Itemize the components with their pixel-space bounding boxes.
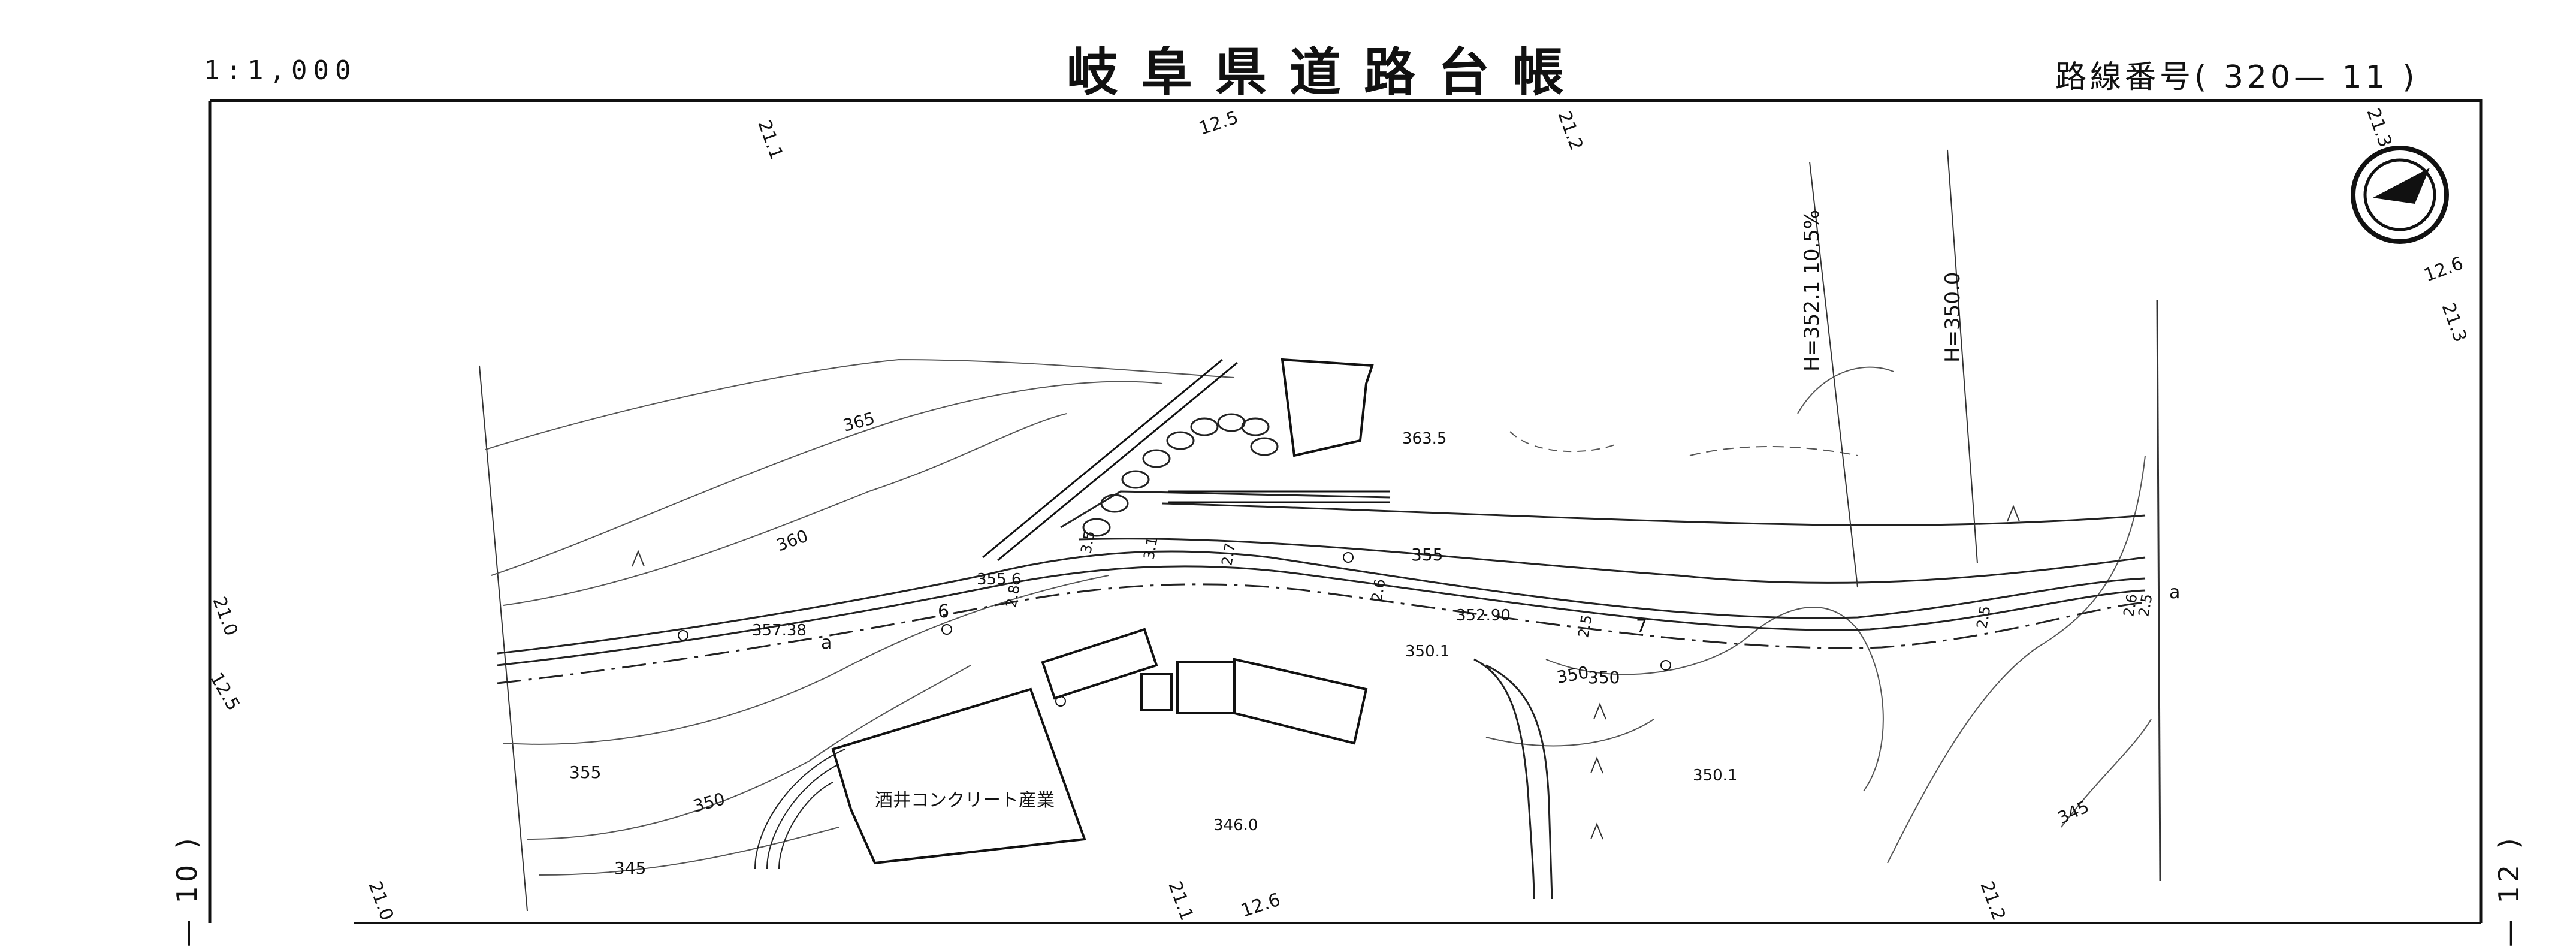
north-arrow-icon <box>2351 146 2449 244</box>
buildings <box>831 358 1374 865</box>
vertical-curve-label: H=350.0 <box>1941 272 1965 363</box>
section-width: 2.6 <box>1368 578 1388 603</box>
spot-elevation: 355.6 <box>977 571 1021 589</box>
contour-label: 350 <box>1588 668 1620 687</box>
station-marker: a <box>821 632 832 653</box>
section-width: 2.6 <box>2120 593 2140 618</box>
contour-label: 350 <box>691 789 727 816</box>
grid-label: 21.1 <box>753 117 787 162</box>
building-label: 酒井コンクリート産業 <box>875 790 1055 811</box>
vegetation-symbols <box>632 505 2020 840</box>
contour-lines <box>485 358 2152 876</box>
page-title: 岐阜県道路台帳 <box>1067 42 1587 102</box>
contour-label: 345 <box>614 858 646 878</box>
stairs-fan <box>754 749 845 870</box>
vertical-curve-guide <box>1809 161 1858 588</box>
contour-label: 355 <box>1411 545 1443 565</box>
section-width: 2.5 <box>1973 605 1994 630</box>
section-width: 2.5 <box>1575 614 1595 639</box>
spot-elevation: 352.90 <box>1456 607 1511 625</box>
grid-label: 21.0 <box>208 594 241 639</box>
map-frame <box>210 99 2483 923</box>
grid-label: 21.1 <box>1164 879 1197 924</box>
contour-label: 360 <box>774 526 811 555</box>
grid-label: 21.3 <box>2437 300 2471 345</box>
spot-elevation: 346.0 <box>1213 816 1258 834</box>
contour-label: 355 <box>569 762 601 782</box>
grid-label: 21.2 <box>1553 108 1587 153</box>
station-marker: 7 <box>1636 616 1647 637</box>
railway-embankment <box>982 358 1390 562</box>
grid-label: 21.3 <box>2362 105 2396 150</box>
grid-label: 12.5 <box>206 669 244 714</box>
station-marker: a <box>2169 582 2180 603</box>
route-number: 路線番号( 320— 11 ) <box>2055 59 2418 95</box>
contour-label: 365 <box>841 408 877 436</box>
vertical-curve-guide <box>1947 149 1978 564</box>
vertical-curve-label: H=352.1 10.5% <box>1800 210 1824 372</box>
plan-right-edge <box>2156 299 2161 882</box>
ditch-line <box>1473 658 1535 900</box>
contour-label: 345 <box>2055 797 2092 828</box>
survey-points <box>678 552 1671 707</box>
section-width: 2.7 <box>1218 542 1239 567</box>
contour-label: 350 <box>1555 662 1590 687</box>
road-lines <box>497 490 2146 684</box>
grid-label: 21.2 <box>1976 879 2009 924</box>
grid-label: 12.6 <box>2421 253 2466 286</box>
map-scale: 1:1,000 <box>204 55 357 86</box>
grid-label: 12.6 <box>1239 889 1283 922</box>
section-width: 3.5 <box>1077 530 1098 555</box>
plan-left-edge <box>479 365 528 912</box>
grid-label: 12.5 <box>1197 107 1241 140</box>
section-width: 3.1 <box>1140 536 1161 561</box>
spot-elevation: 350.1 <box>1693 767 1737 785</box>
section-width: 2.5 <box>2135 593 2155 618</box>
spot-elevation: 350.1 <box>1405 643 1449 661</box>
spot-elevation: 363.5 <box>1402 430 1446 448</box>
stone-wall <box>1082 413 1279 537</box>
spot-elevation: 357.38 <box>752 622 807 640</box>
section-width: 2.8 <box>1002 584 1023 609</box>
station-marker: 6 <box>938 601 949 622</box>
ditch-line <box>1485 664 1553 900</box>
grid-label: 21.0 <box>364 879 397 924</box>
